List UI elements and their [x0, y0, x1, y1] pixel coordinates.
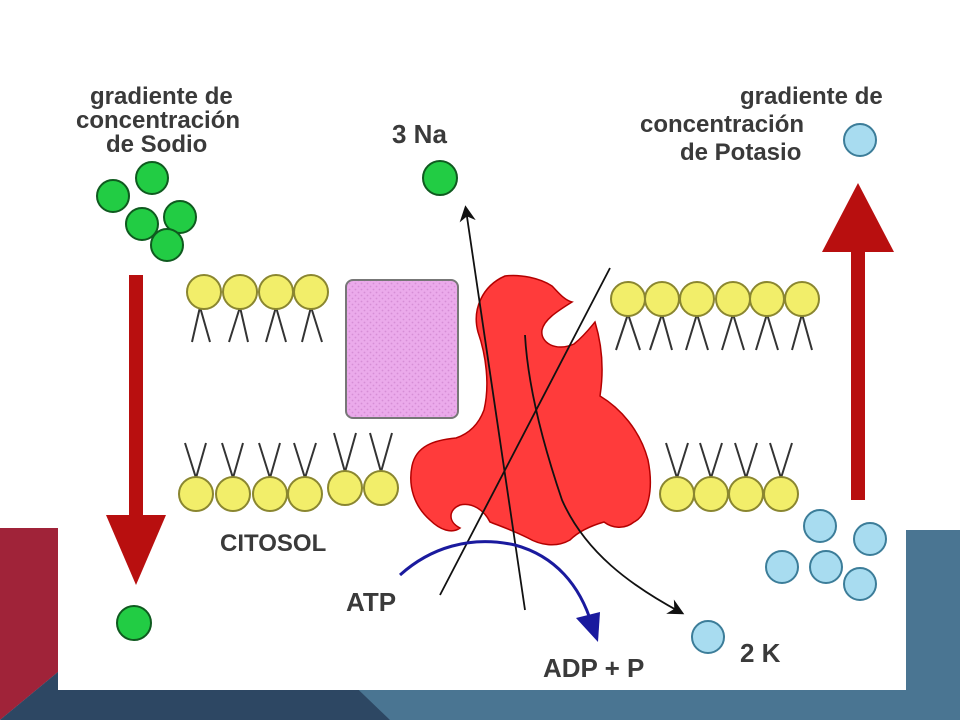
potassium-ion-top	[843, 123, 877, 157]
sodium-count-label: 3 Na	[392, 119, 447, 149]
lipid-head	[644, 281, 680, 317]
potassium-entry-arrow	[524, 334, 685, 615]
lipid-head	[693, 476, 729, 512]
sodium-ion	[135, 161, 169, 195]
cytosol-label: CITOSOL	[220, 530, 326, 557]
potassium-ion	[809, 550, 843, 584]
lipid-head	[715, 281, 751, 317]
potassium-gradient-label: gradiente de concentración de Potasio	[640, 83, 889, 166]
lipid-head	[728, 476, 764, 512]
potassium-gradient-arrow	[822, 183, 894, 500]
potassium-ion	[803, 509, 837, 543]
sodium-ion	[125, 207, 159, 241]
potassium-ion	[765, 550, 799, 584]
adp-label: ADP + P	[543, 653, 644, 683]
potassium-ion-bottom	[691, 620, 725, 654]
lipid-head	[659, 476, 695, 512]
atp-label: ATP	[346, 587, 396, 617]
lipid-head	[363, 470, 399, 506]
potassium-ion	[843, 567, 877, 601]
channel-protein	[345, 279, 459, 419]
lipid-head	[784, 281, 820, 317]
sodium-ion	[150, 228, 184, 262]
lipid-head	[287, 476, 323, 512]
sodium-exit-arrow	[459, 205, 526, 611]
potassium-path-line	[439, 267, 611, 596]
lower-lipid-layer	[178, 470, 799, 512]
sodium-ion	[163, 200, 197, 234]
lipid-head	[610, 281, 646, 317]
lipid-head	[763, 476, 799, 512]
potassium-ion-cluster	[765, 509, 887, 601]
lipid-head	[679, 281, 715, 317]
sodium-gradient-label: gradiente de concentración de Sodio	[76, 83, 247, 158]
lower-lipid-tails	[184, 432, 793, 479]
atp-hydrolysis-arrow	[398, 540, 594, 626]
lipid-head	[222, 274, 258, 310]
sodium-ion	[96, 179, 130, 213]
sodium-potassium-pump	[410, 274, 652, 546]
upper-lipid-tails	[191, 306, 813, 351]
lipid-head	[258, 274, 294, 310]
sodium-gradient-arrow	[106, 275, 166, 585]
sodium-ion-cluster	[96, 161, 197, 262]
lipid-head	[293, 274, 329, 310]
lipid-head	[327, 470, 363, 506]
atp-arrow-head	[576, 612, 600, 642]
lipid-head	[749, 281, 785, 317]
lipid-head	[186, 274, 222, 310]
potassium-ion	[853, 522, 887, 556]
slide-red-corner	[0, 528, 58, 720]
lipid-head	[252, 476, 288, 512]
lipid-head	[178, 476, 214, 512]
sodium-ion-cytosol	[116, 605, 152, 641]
lipid-head	[215, 476, 251, 512]
sodium-ion-top	[422, 160, 458, 196]
upper-lipid-layer	[186, 274, 820, 317]
potassium-count-label: 2 K	[740, 638, 781, 668]
